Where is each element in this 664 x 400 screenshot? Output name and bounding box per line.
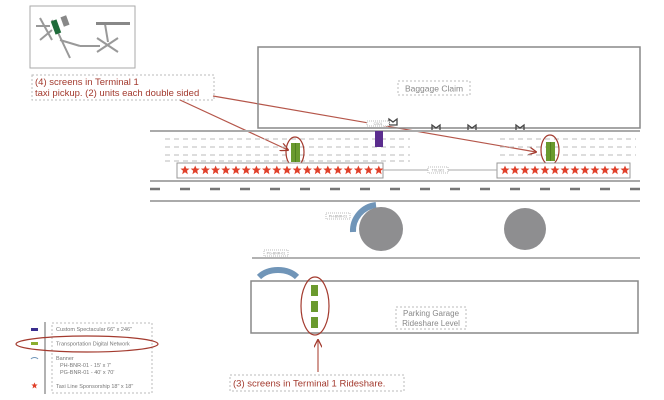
taxi-line-tag: TXLS01 xyxy=(432,169,445,173)
tdn-legend-icon xyxy=(31,342,38,345)
banner-ph-marker xyxy=(349,202,377,233)
column xyxy=(359,207,403,251)
garage-label-line1: Parking Garage xyxy=(403,309,460,318)
legend-tdn: Transportation Digital Network xyxy=(56,342,130,348)
banner-pg-marker xyxy=(256,267,300,280)
callout-text-line1: (4) screens in Terminal 1 xyxy=(35,77,139,88)
baggage-claim-building: Baggage Claim CS01 xyxy=(257,46,641,132)
legend: Custom Spectacular 66" x 246" Transporta… xyxy=(15,322,159,394)
tdn-screen-marker xyxy=(311,285,318,296)
garage-label-line2: Rideshare Level xyxy=(402,319,460,328)
key-map-thumbnail xyxy=(29,5,136,69)
tdn-highlight-ellipse xyxy=(300,276,330,336)
tdn-screen-marker xyxy=(311,301,318,312)
custom-spectacular-marker xyxy=(375,131,383,147)
pg-banner-tag: PG-BNR-01 xyxy=(267,252,286,256)
legend-spectacular: Custom Spectacular 66" x 246" xyxy=(56,327,132,333)
spectacular-legend-icon xyxy=(31,328,38,331)
legend-banner: Banner xyxy=(56,356,74,362)
parking-garage-building: Parking Garage Rideshare Level xyxy=(250,280,639,334)
curb-area xyxy=(150,130,640,168)
star-legend-icon xyxy=(31,382,38,389)
spectacular-tag: CS01 xyxy=(374,122,383,126)
legend-banner-ph: PH-BNR-01 - 15' x 7' xyxy=(60,363,111,369)
tdn-screen-marker xyxy=(311,317,318,328)
tdn-legend-highlight xyxy=(15,335,159,353)
callout-text-line2: taxi pickup. (2) units each double sided xyxy=(35,88,199,99)
banner-legend-icon xyxy=(30,356,39,360)
door-icons xyxy=(388,117,525,132)
ph-banner-tag: PH-BNR-01 xyxy=(329,215,348,219)
column xyxy=(504,208,546,250)
taxi-pickup-callout: (4) screens in Terminal 1 taxi pickup. (… xyxy=(31,74,536,152)
taxi-line-sponsorship-strip xyxy=(496,162,631,179)
legend-banner-pg: PG-BNR-01 - 40' x 70' xyxy=(60,370,114,376)
callout-arrow xyxy=(179,99,288,150)
roadway xyxy=(150,180,640,202)
rideshare-callout: (3) screens in Terminal 1 Rideshare. xyxy=(233,379,385,390)
legend-taxi: Taxi Line Sponsorship 18" x 18" xyxy=(56,384,133,390)
taxi-line-sponsorship-strip xyxy=(176,162,384,179)
baggage-claim-label: Baggage Claim xyxy=(405,84,463,94)
